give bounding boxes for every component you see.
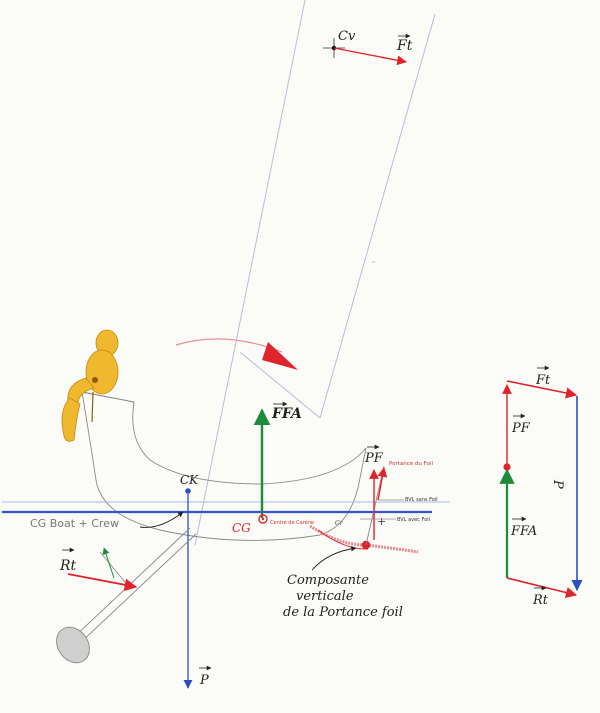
right-p-label: P (550, 479, 565, 489)
p-vector-left: P (183, 494, 212, 689)
cg-boat-crew-label: CG Boat + Crew (30, 517, 119, 530)
ft-vector-top: Ft (333, 33, 413, 66)
rt-label: Rt (59, 558, 77, 574)
right-rt-label: Rt (532, 593, 549, 608)
composante-annotation: Composante verticale de la Portance foil (283, 546, 403, 620)
ffa-label: FFA (271, 406, 302, 422)
heel-rotation-arrow (175, 338, 298, 370)
force-polygon: Ft PF P FFA Rt (499, 365, 583, 608)
bvl-sans-foil-label: BVL sans Foil (405, 497, 438, 503)
sail (194, 0, 436, 546)
cg-point: CG Centre de Carène Cr + (232, 514, 386, 535)
p-label: P (199, 673, 209, 688)
cv-label: Cv (338, 29, 356, 44)
sailor-figure-icon (61, 329, 119, 442)
centerboard-icon (56, 527, 197, 664)
cg-label: CG (232, 521, 251, 535)
portance-du-foil-label: Portance du Foil (389, 461, 434, 467)
ffa-vector: FFA (253, 401, 302, 518)
centre-de-carene-label: Centre de Carène (270, 519, 314, 526)
plus-mark: + (377, 515, 386, 528)
right-ffa-label: FFA (510, 524, 537, 539)
composante-line-1: Composante (287, 573, 369, 588)
waterlines: BVL sans Foil BVL avec Foil CG Boat + Cr… (2, 497, 450, 530)
composante-line-3: de la Portance foil (283, 605, 403, 620)
ck-label: CK (180, 473, 199, 487)
ft-label: Ft (396, 38, 413, 54)
rt-vector-left: Rt (59, 547, 138, 592)
right-pf-label: PF (511, 421, 531, 436)
bvl-avec-foil-label: BVL avec Foil (397, 517, 430, 523)
hull (81, 391, 367, 541)
cr-label: Cr (335, 520, 344, 527)
sail-center-cv: Cv (323, 29, 356, 58)
pf-vector: PF Portance du Foil (364, 444, 434, 540)
foil (309, 465, 419, 554)
right-ft-label: Ft (535, 373, 551, 388)
composante-line-2: verticale (296, 589, 354, 604)
ck-point: CK (180, 473, 199, 494)
pf-label: PF (364, 451, 384, 466)
